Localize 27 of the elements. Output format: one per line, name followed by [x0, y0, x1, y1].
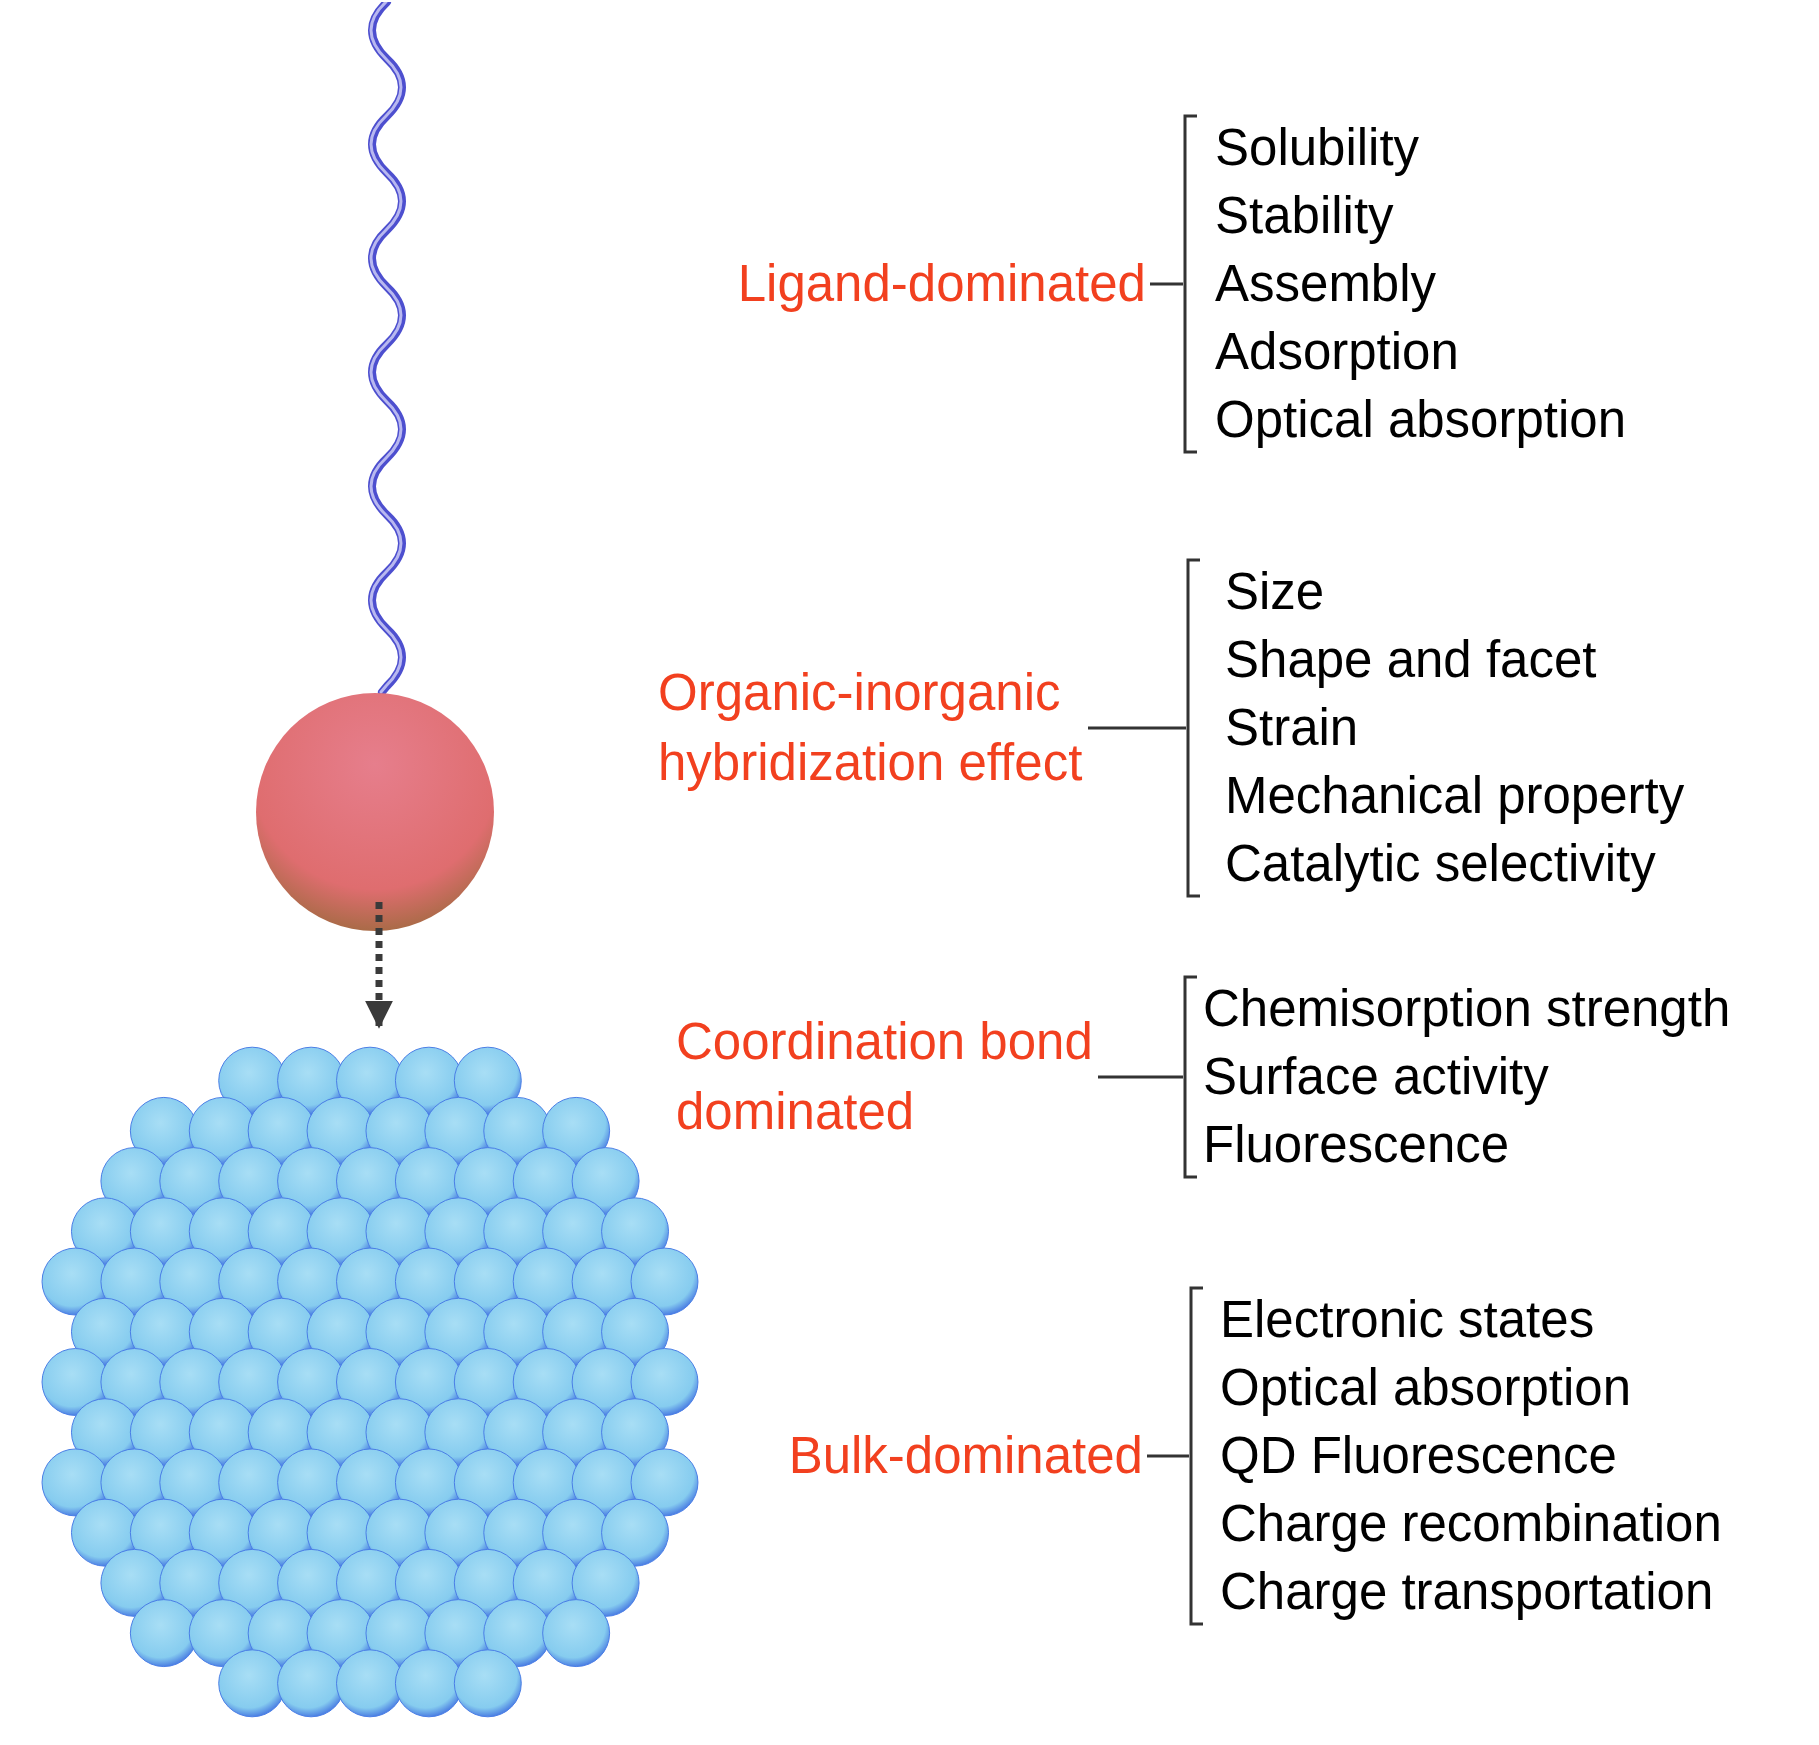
- category-heading: Coordination bond dominated: [676, 1012, 1094, 1142]
- property-text: Stability: [1215, 186, 1394, 246]
- property-text: Charge recombination: [1220, 1494, 1722, 1554]
- property-text: Charge transportation: [1220, 1562, 1714, 1622]
- category-heading: Ligand-dominated: [736, 254, 1146, 314]
- property-text: Electronic states: [1220, 1290, 1595, 1350]
- connector-line: [1088, 726, 1186, 730]
- category-heading: Bulk-dominated: [787, 1426, 1143, 1486]
- property-text: QD Fluorescence: [1220, 1426, 1617, 1486]
- property-text: Fluorescence: [1203, 1115, 1510, 1175]
- property-text: Surface activity: [1203, 1047, 1549, 1107]
- category-heading: Organic-inorganic hybridization effect: [658, 663, 1084, 793]
- connector-line: [1150, 282, 1183, 286]
- arrow: [365, 902, 393, 1029]
- property-text: Assembly: [1215, 254, 1437, 314]
- property-text: Solubility: [1215, 118, 1420, 178]
- property-text: Strain: [1225, 698, 1359, 758]
- connector-line: [1147, 1454, 1189, 1458]
- connector-line: [1098, 1075, 1183, 1079]
- property-text: Optical absorption: [1220, 1358, 1632, 1418]
- property-text: Shape and facet: [1225, 630, 1597, 690]
- property-text: Chemisorption strength: [1203, 979, 1731, 1039]
- property-text: Catalytic selectivity: [1225, 834, 1656, 894]
- property-text: Size: [1225, 562, 1325, 622]
- property-text: Adsorption: [1215, 322, 1459, 382]
- property-text: Mechanical property: [1225, 766, 1685, 826]
- property-text: Optical absorption: [1215, 390, 1627, 450]
